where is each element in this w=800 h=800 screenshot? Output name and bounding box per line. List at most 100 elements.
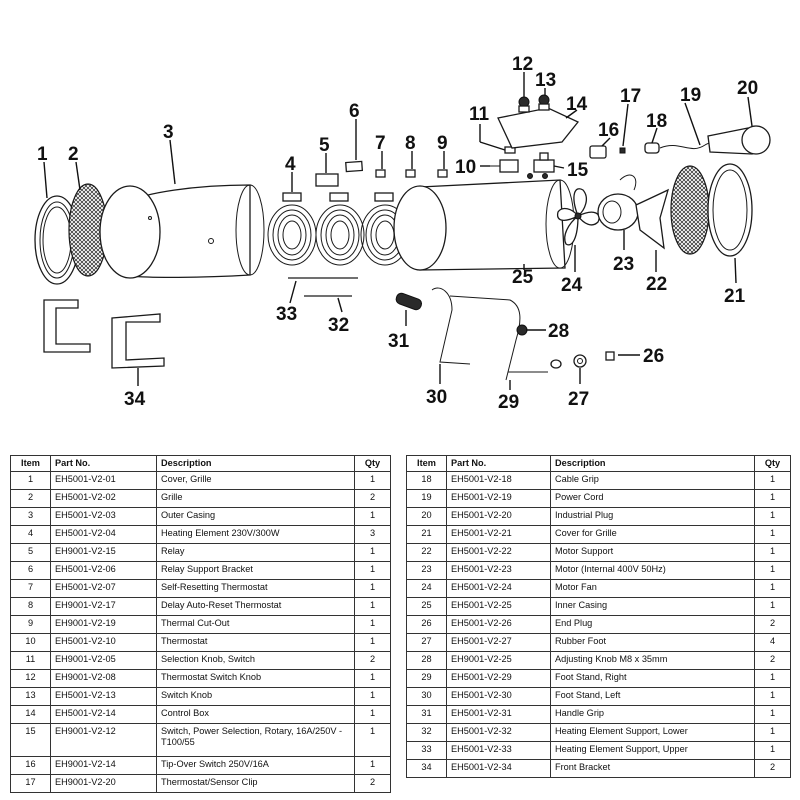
cell-qty: 1 [354, 669, 391, 688]
callout-11: 11 [469, 104, 490, 125]
cell-item: 12 [10, 669, 51, 688]
callout-4: 4 [285, 154, 296, 175]
cell-part-no: EH5001-V2-10 [50, 633, 157, 652]
cell-description: Self-Resetting Thermostat [156, 579, 355, 598]
cell-part-no: EH9001-V2-14 [50, 756, 157, 775]
callout-32: 32 [328, 315, 349, 336]
cell-part-no: EH5001-V2-07 [50, 579, 157, 598]
part-tip-over-switch [589, 145, 607, 159]
cell-qty: 1 [354, 507, 391, 526]
callout-27: 27 [568, 389, 589, 410]
header-part-no: Part No. [50, 455, 157, 472]
cell-description: Heating Element 230V/300W [156, 525, 355, 544]
cell-part-no: EH9001-V2-12 [50, 723, 157, 757]
callout-9: 9 [437, 133, 448, 154]
cell-description: Power Cord [550, 489, 755, 508]
callout-6: 6 [349, 101, 360, 122]
cell-item: 15 [10, 723, 51, 757]
cell-qty: 1 [754, 489, 791, 508]
part-self-resetting-thermostat [375, 169, 386, 178]
part-outer-casing [99, 184, 265, 279]
table-header-row: Item Part No. Description Qty [406, 455, 791, 472]
cell-qty: 1 [354, 615, 391, 634]
callout-12: 12 [512, 54, 533, 75]
cell-description: Switch, Power Selection, Rotary, 16A/250… [156, 723, 355, 757]
header-item: Item [406, 455, 447, 472]
cell-item: 14 [10, 705, 51, 724]
cell-qty: 1 [754, 561, 791, 580]
cell-part-no: EH5001-V2-29 [446, 669, 551, 688]
cell-part-no: EH5001-V2-03 [50, 507, 157, 526]
cell-part-no: EH5001-V2-14 [50, 705, 157, 724]
cell-qty: 1 [354, 687, 391, 706]
callout-1: 1 [37, 144, 48, 165]
cell-description: Motor Support [550, 543, 755, 562]
cell-description: Cable Grip [550, 471, 755, 490]
cell-part-no: EH9001-V2-20 [50, 774, 157, 793]
cell-description: Motor (Internal 400V 50Hz) [550, 561, 755, 580]
part-motor [597, 174, 639, 231]
part-motor-fan [556, 188, 600, 246]
cell-description: Front Bracket [550, 759, 755, 778]
cell-description: Cover for Grille [550, 525, 755, 544]
cell-qty: 2 [354, 651, 391, 670]
cell-description: Motor Fan [550, 579, 755, 598]
cell-qty: 1 [354, 471, 391, 490]
cell-item: 18 [406, 471, 447, 490]
cell-part-no: EH5001-V2-25 [446, 597, 551, 616]
cell-description: Handle Grip [550, 705, 755, 724]
cell-item: 22 [406, 543, 447, 562]
cell-description: Relay [156, 543, 355, 562]
cell-description: Heating Element Support, Upper [550, 741, 755, 760]
cell-item: 20 [406, 507, 447, 526]
part-inner-casing [393, 173, 575, 271]
cell-description: Switch Knob [156, 687, 355, 706]
header-qty: Qty [354, 455, 391, 472]
cell-item: 2 [10, 489, 51, 508]
cell-qty: 1 [754, 543, 791, 562]
part-relay [315, 173, 339, 187]
callout-19: 19 [680, 85, 701, 106]
callout-10: 10 [455, 157, 476, 178]
cell-qty: 1 [754, 723, 791, 742]
cell-item: 4 [10, 525, 51, 544]
cell-part-no: EH9001-V2-25 [446, 651, 551, 670]
cell-part-no: EH5001-V2-01 [50, 471, 157, 490]
cell-part-no: EH5001-V2-23 [446, 561, 551, 580]
callout-30: 30 [426, 387, 447, 408]
part-industrial-plug [707, 125, 771, 155]
cell-item: 34 [406, 759, 447, 778]
cell-qty: 1 [754, 741, 791, 760]
callout-labels: 1 2 3 4 5 6 7 8 9 10 11 12 13 14 15 16 1… [37, 54, 758, 413]
cell-part-no: EH5001-V2-20 [446, 507, 551, 526]
cell-qty: 1 [754, 471, 791, 490]
cell-part-no: EH5001-V2-34 [446, 759, 551, 778]
cell-qty: 1 [354, 633, 391, 652]
part-delay-thermostat [405, 169, 416, 178]
cell-description: Tip-Over Switch 250V/16A [156, 756, 355, 775]
cell-part-no: EH5001-V2-32 [446, 723, 551, 742]
cell-qty: 1 [754, 525, 791, 544]
cell-description: Thermostat [156, 633, 355, 652]
callout-24: 24 [561, 275, 583, 296]
cell-part-no: EH5001-V2-19 [446, 489, 551, 508]
callout-29: 29 [498, 392, 519, 413]
